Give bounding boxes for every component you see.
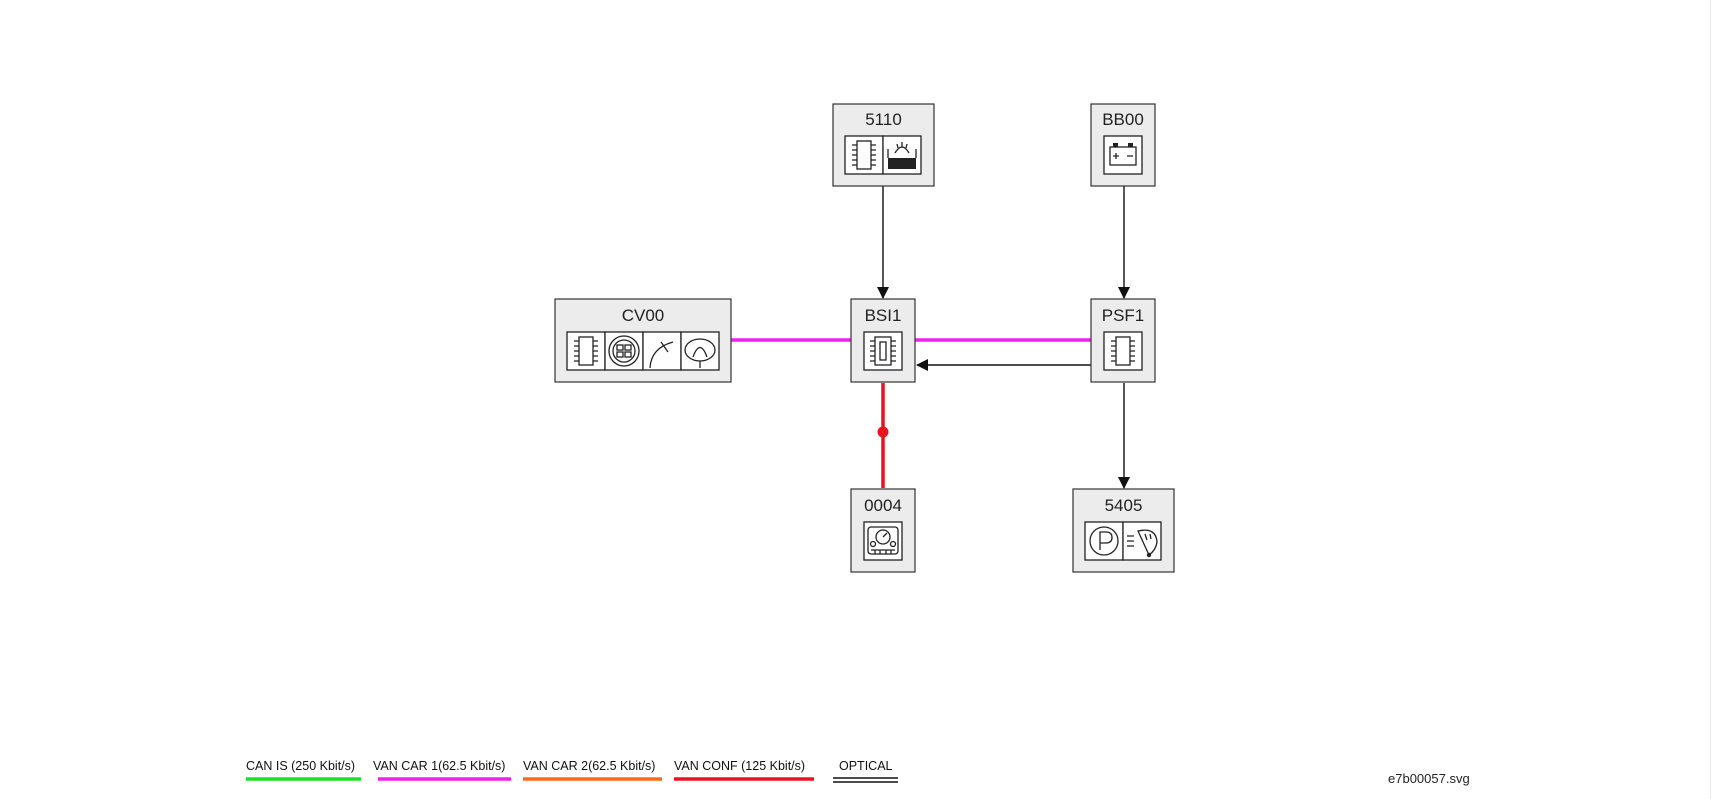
page-edge-rule xyxy=(1710,0,1711,799)
legend-label: OPTICAL xyxy=(839,759,893,773)
legend-item-van-car2: VAN CAR 2(62.5 Kbit/s) xyxy=(523,759,662,781)
legend: CAN IS (250 Kbit/s) VAN CAR 1(62.5 Kbit/… xyxy=(246,759,898,783)
instrument-cluster-icon xyxy=(863,521,903,561)
ecu-chip-icon xyxy=(1103,331,1143,371)
node-bb00[interactable]: BB00 xyxy=(1090,103,1156,187)
stalk-icon xyxy=(642,331,682,371)
node-5405[interactable]: 5405 xyxy=(1072,488,1175,573)
node-psf1[interactable]: PSF1 xyxy=(1090,298,1156,383)
heater-tank-icon xyxy=(882,135,922,175)
legend-label: VAN CONF (125 Kbit/s) xyxy=(674,759,805,773)
connections xyxy=(731,186,1130,489)
legend-item-can-is: CAN IS (250 Kbit/s) xyxy=(246,759,361,781)
legend-label: VAN CAR 2(62.5 Kbit/s) xyxy=(523,759,655,773)
legend-item-van-car1: VAN CAR 1(62.5 Kbit/s) xyxy=(373,759,511,781)
wiper-rain-icon xyxy=(1122,521,1162,561)
node-0004[interactable]: 0004 xyxy=(850,488,916,573)
legend-label: VAN CAR 1(62.5 Kbit/s) xyxy=(373,759,505,773)
node-bsi1[interactable]: BSI1 xyxy=(850,298,916,383)
fuse-box-icon xyxy=(863,331,903,371)
steering-wheel-icon xyxy=(680,331,720,371)
node-label: BSI1 xyxy=(865,306,902,325)
bus-junction-dot xyxy=(877,426,889,438)
legend-label: CAN IS (250 Kbit/s) xyxy=(246,759,355,773)
legend-item-optical: OPTICAL xyxy=(833,759,898,783)
switch-pad-icon xyxy=(604,331,644,371)
node-5110[interactable]: 5110 xyxy=(832,103,935,187)
node-label: 0004 xyxy=(864,496,902,515)
node-label: CV00 xyxy=(622,306,665,325)
node-label: BB00 xyxy=(1102,110,1144,129)
battery-icon xyxy=(1103,135,1143,175)
legend-item-van-conf: VAN CONF (125 Kbit/s) xyxy=(674,759,814,781)
ecu-chip-icon xyxy=(844,135,884,175)
node-label: 5110 xyxy=(865,110,902,129)
node-cv00[interactable]: CV00 xyxy=(554,298,732,383)
file-reference: e7b00057.svg xyxy=(1388,771,1470,786)
ecu-chip-icon xyxy=(566,331,606,371)
park-sensor-icon xyxy=(1084,521,1124,561)
node-label: 5405 xyxy=(1105,496,1143,515)
node-label: PSF1 xyxy=(1102,306,1145,325)
